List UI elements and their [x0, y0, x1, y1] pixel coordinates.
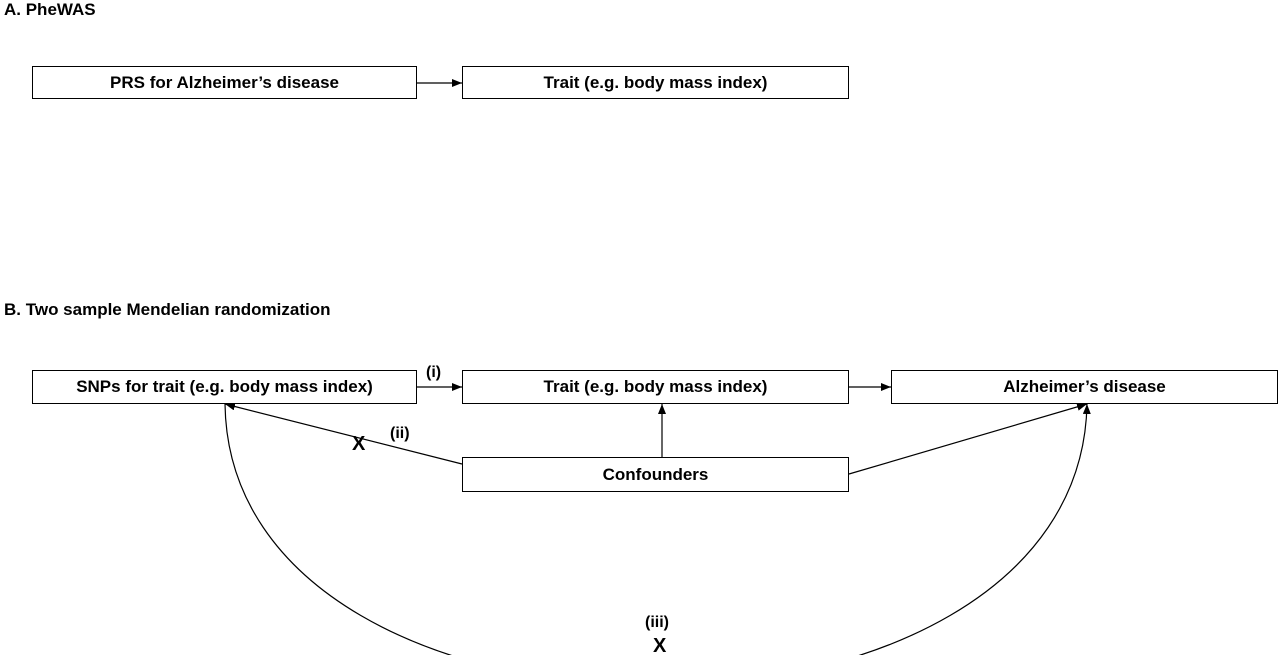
edge-confounders-to-alzheimers — [848, 402, 1088, 475]
panel-a-title: A. PheWAS — [4, 0, 96, 19]
edge-confounders-to-snps — [224, 402, 463, 465]
node-trait-panel-a: Trait (e.g. body mass index) — [462, 66, 849, 99]
node-trait-panel-b: Trait (e.g. body mass index) — [462, 370, 849, 404]
node-snps-label: SNPs for trait (e.g. body mass index) — [76, 377, 373, 396]
node-confounders: Confounders — [462, 457, 849, 492]
blocked-mark-ii: X — [352, 433, 366, 455]
node-trait-b-label: Trait (e.g. body mass index) — [543, 377, 768, 396]
edge-label-iii: (iii) — [645, 614, 669, 631]
edge-label-ii: (ii) — [390, 425, 410, 442]
edge-label-i: (i) — [426, 364, 442, 381]
node-alzheimers-disease: Alzheimer’s disease — [891, 370, 1278, 404]
node-alzheimers-label: Alzheimer’s disease — [1003, 377, 1166, 396]
node-snps-for-trait: SNPs for trait (e.g. body mass index) — [32, 370, 417, 404]
edge-snps-alzheimers-curve — [220, 393, 1091, 655]
node-prs-alzheimers: PRS for Alzheimer’s disease — [32, 66, 417, 99]
node-prs-label: PRS for Alzheimer’s disease — [110, 72, 339, 92]
blocked-mark-iii: X — [653, 635, 667, 657]
panel-b-title: B. Two sample Mendelian randomization — [4, 300, 331, 319]
node-trait-a-label: Trait (e.g. body mass index) — [543, 72, 768, 92]
node-confounders-label: Confounders — [602, 464, 709, 484]
